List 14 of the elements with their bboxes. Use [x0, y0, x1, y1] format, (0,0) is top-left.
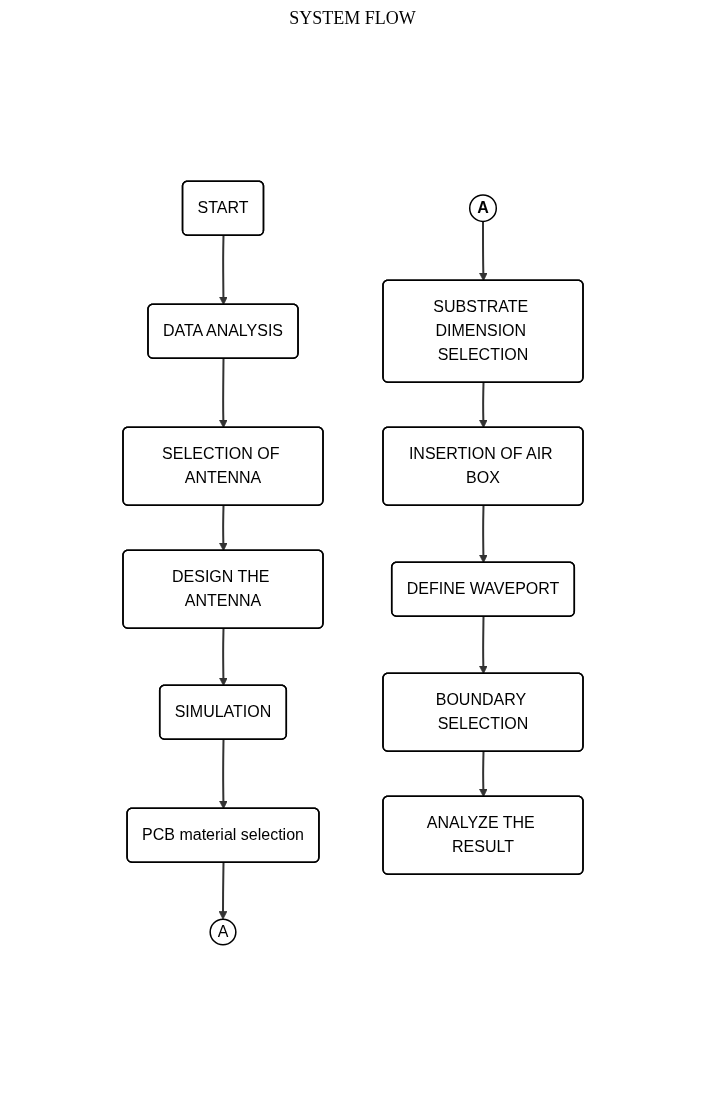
node-circle: A: [468, 194, 497, 223]
arrow: [218, 234, 228, 306]
arrow: [478, 220, 488, 282]
arrow: [218, 357, 228, 429]
arrow: [478, 615, 488, 675]
arrow: [478, 750, 488, 798]
arrow: [478, 504, 488, 564]
arrow: [218, 738, 228, 810]
diagram-title: SYSTEM FLOW: [288, 8, 417, 29]
node-circle: A: [208, 918, 237, 946]
arrow: [478, 381, 488, 429]
arrow: [218, 504, 228, 552]
arrow: [218, 627, 228, 687]
arrow: [218, 861, 227, 920]
